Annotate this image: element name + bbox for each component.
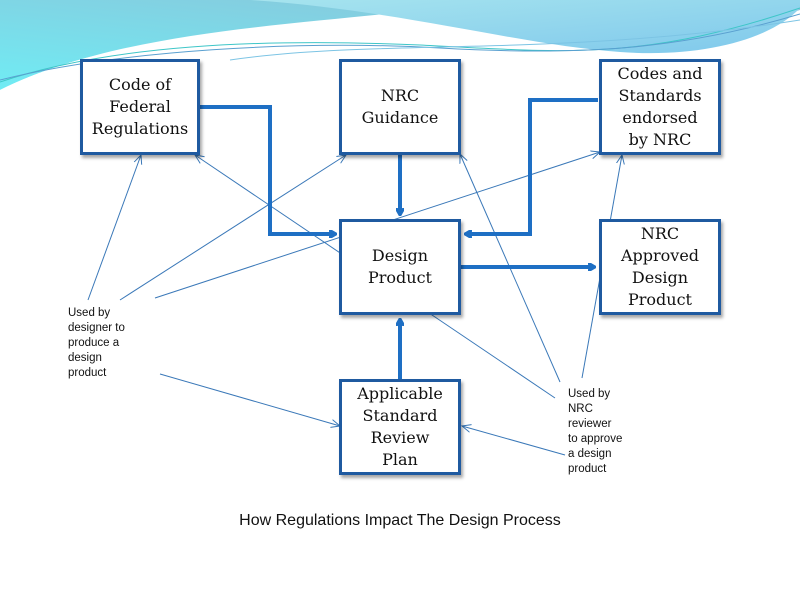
node-design-product: Design Product: [339, 219, 461, 315]
flow-arrow-codes-to-design: [466, 98, 598, 234]
node-code-of-federal-regulations: Code of Federal Regulations: [80, 59, 200, 155]
node-label: Codes and Standards endorsed by NRC: [617, 64, 703, 149]
usage-arrow-designer-to-cfr: [87, 155, 141, 301]
usage-arrow-designer-to-guidance: [119, 155, 346, 301]
node-applicable-standard-review-plan: Applicable Standard Review Plan: [339, 379, 461, 475]
flow-arrow-cfr-to-design: [200, 105, 335, 234]
wave-line-3: [229, 19, 800, 61]
wave-white-band: [0, 28, 640, 95]
node-label: NRC Approved Design Product: [620, 224, 700, 309]
node-label: Applicable Standard Review Plan: [357, 384, 443, 469]
wave-right: [250, 0, 800, 54]
usage-arrow-designer-to-srp: [159, 373, 340, 426]
node-nrc-approved-design-product: NRC Approved Design Product: [599, 219, 721, 315]
wave-line-1: [0, 7, 800, 83]
diagram-caption: How Regulations Impact The Design Proces…: [239, 512, 561, 529]
wave-line-2: [0, 13, 800, 81]
node-codes-and-standards: Codes and Standards endorsed by NRC: [599, 59, 721, 155]
wave-left: [0, 0, 800, 90]
designer-usage-note: Used by designer to produce a design pro…: [68, 307, 125, 379]
node-nrc-guidance: NRC Guidance: [339, 59, 461, 155]
node-label: Code of Federal Regulations: [91, 75, 189, 138]
node-label: NRC Guidance: [361, 86, 439, 127]
reviewer-usage-note: Used by NRC reviewer to approve a design…: [568, 388, 623, 475]
node-label: Design Product: [368, 246, 432, 287]
usage-arrow-reviewer-to-srp: [462, 426, 566, 456]
